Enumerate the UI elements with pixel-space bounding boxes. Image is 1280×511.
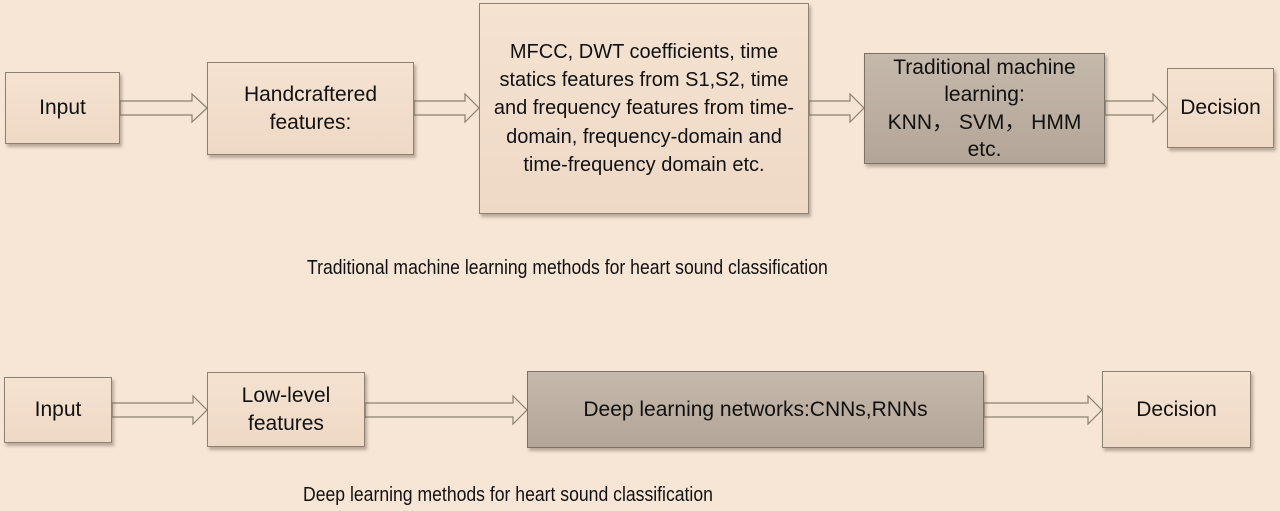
feature-list-label: MFCC, DWT coefficients, time statics fea… [493,40,795,177]
handcrafted-features-box: Handcraftered features: [207,62,414,155]
input-label: Input [34,398,82,422]
deep-learning-network-box: Deep learning networks:CNNs,RNNs [527,371,984,448]
input-box-traditional: Input [5,72,120,144]
traditional-ml-box: Traditional machine learning: KNN， SVM， … [864,53,1105,164]
decision-label: Decision [1180,96,1261,120]
decision-label: Decision [1136,397,1217,421]
traditional-caption: Traditional machine learning methods for… [307,257,828,279]
traditional-ml-label: Traditional machine learning: KNN， SVM， … [887,55,1082,161]
input-box-deep: Input [4,377,112,443]
arrow-input-to-lowlevel [111,394,208,426]
arrow-features-to-classifier [808,92,865,124]
decision-box-deep: Decision [1102,371,1251,448]
arrow-classifier-to-decision [1104,92,1168,124]
arrow-lowlevel-to-network [364,394,528,426]
low-level-label: Low-level features [241,384,331,435]
input-label: Input [39,96,86,120]
deep-network-label: Deep learning networks:CNNs,RNNs [583,397,928,421]
arrow-input-to-handcrafted [119,92,208,124]
arrow-handcrafted-to-features [413,92,480,124]
low-level-features-box: Low-level features [207,372,365,447]
deep-caption: Deep learning methods for heart sound cl… [303,484,713,506]
feature-list-box: MFCC, DWT coefficients, time statics fea… [479,3,809,214]
decision-box-traditional: Decision [1167,68,1274,148]
handcrafted-label: Handcraftered features: [243,83,378,134]
arrow-network-to-decision [983,394,1103,426]
